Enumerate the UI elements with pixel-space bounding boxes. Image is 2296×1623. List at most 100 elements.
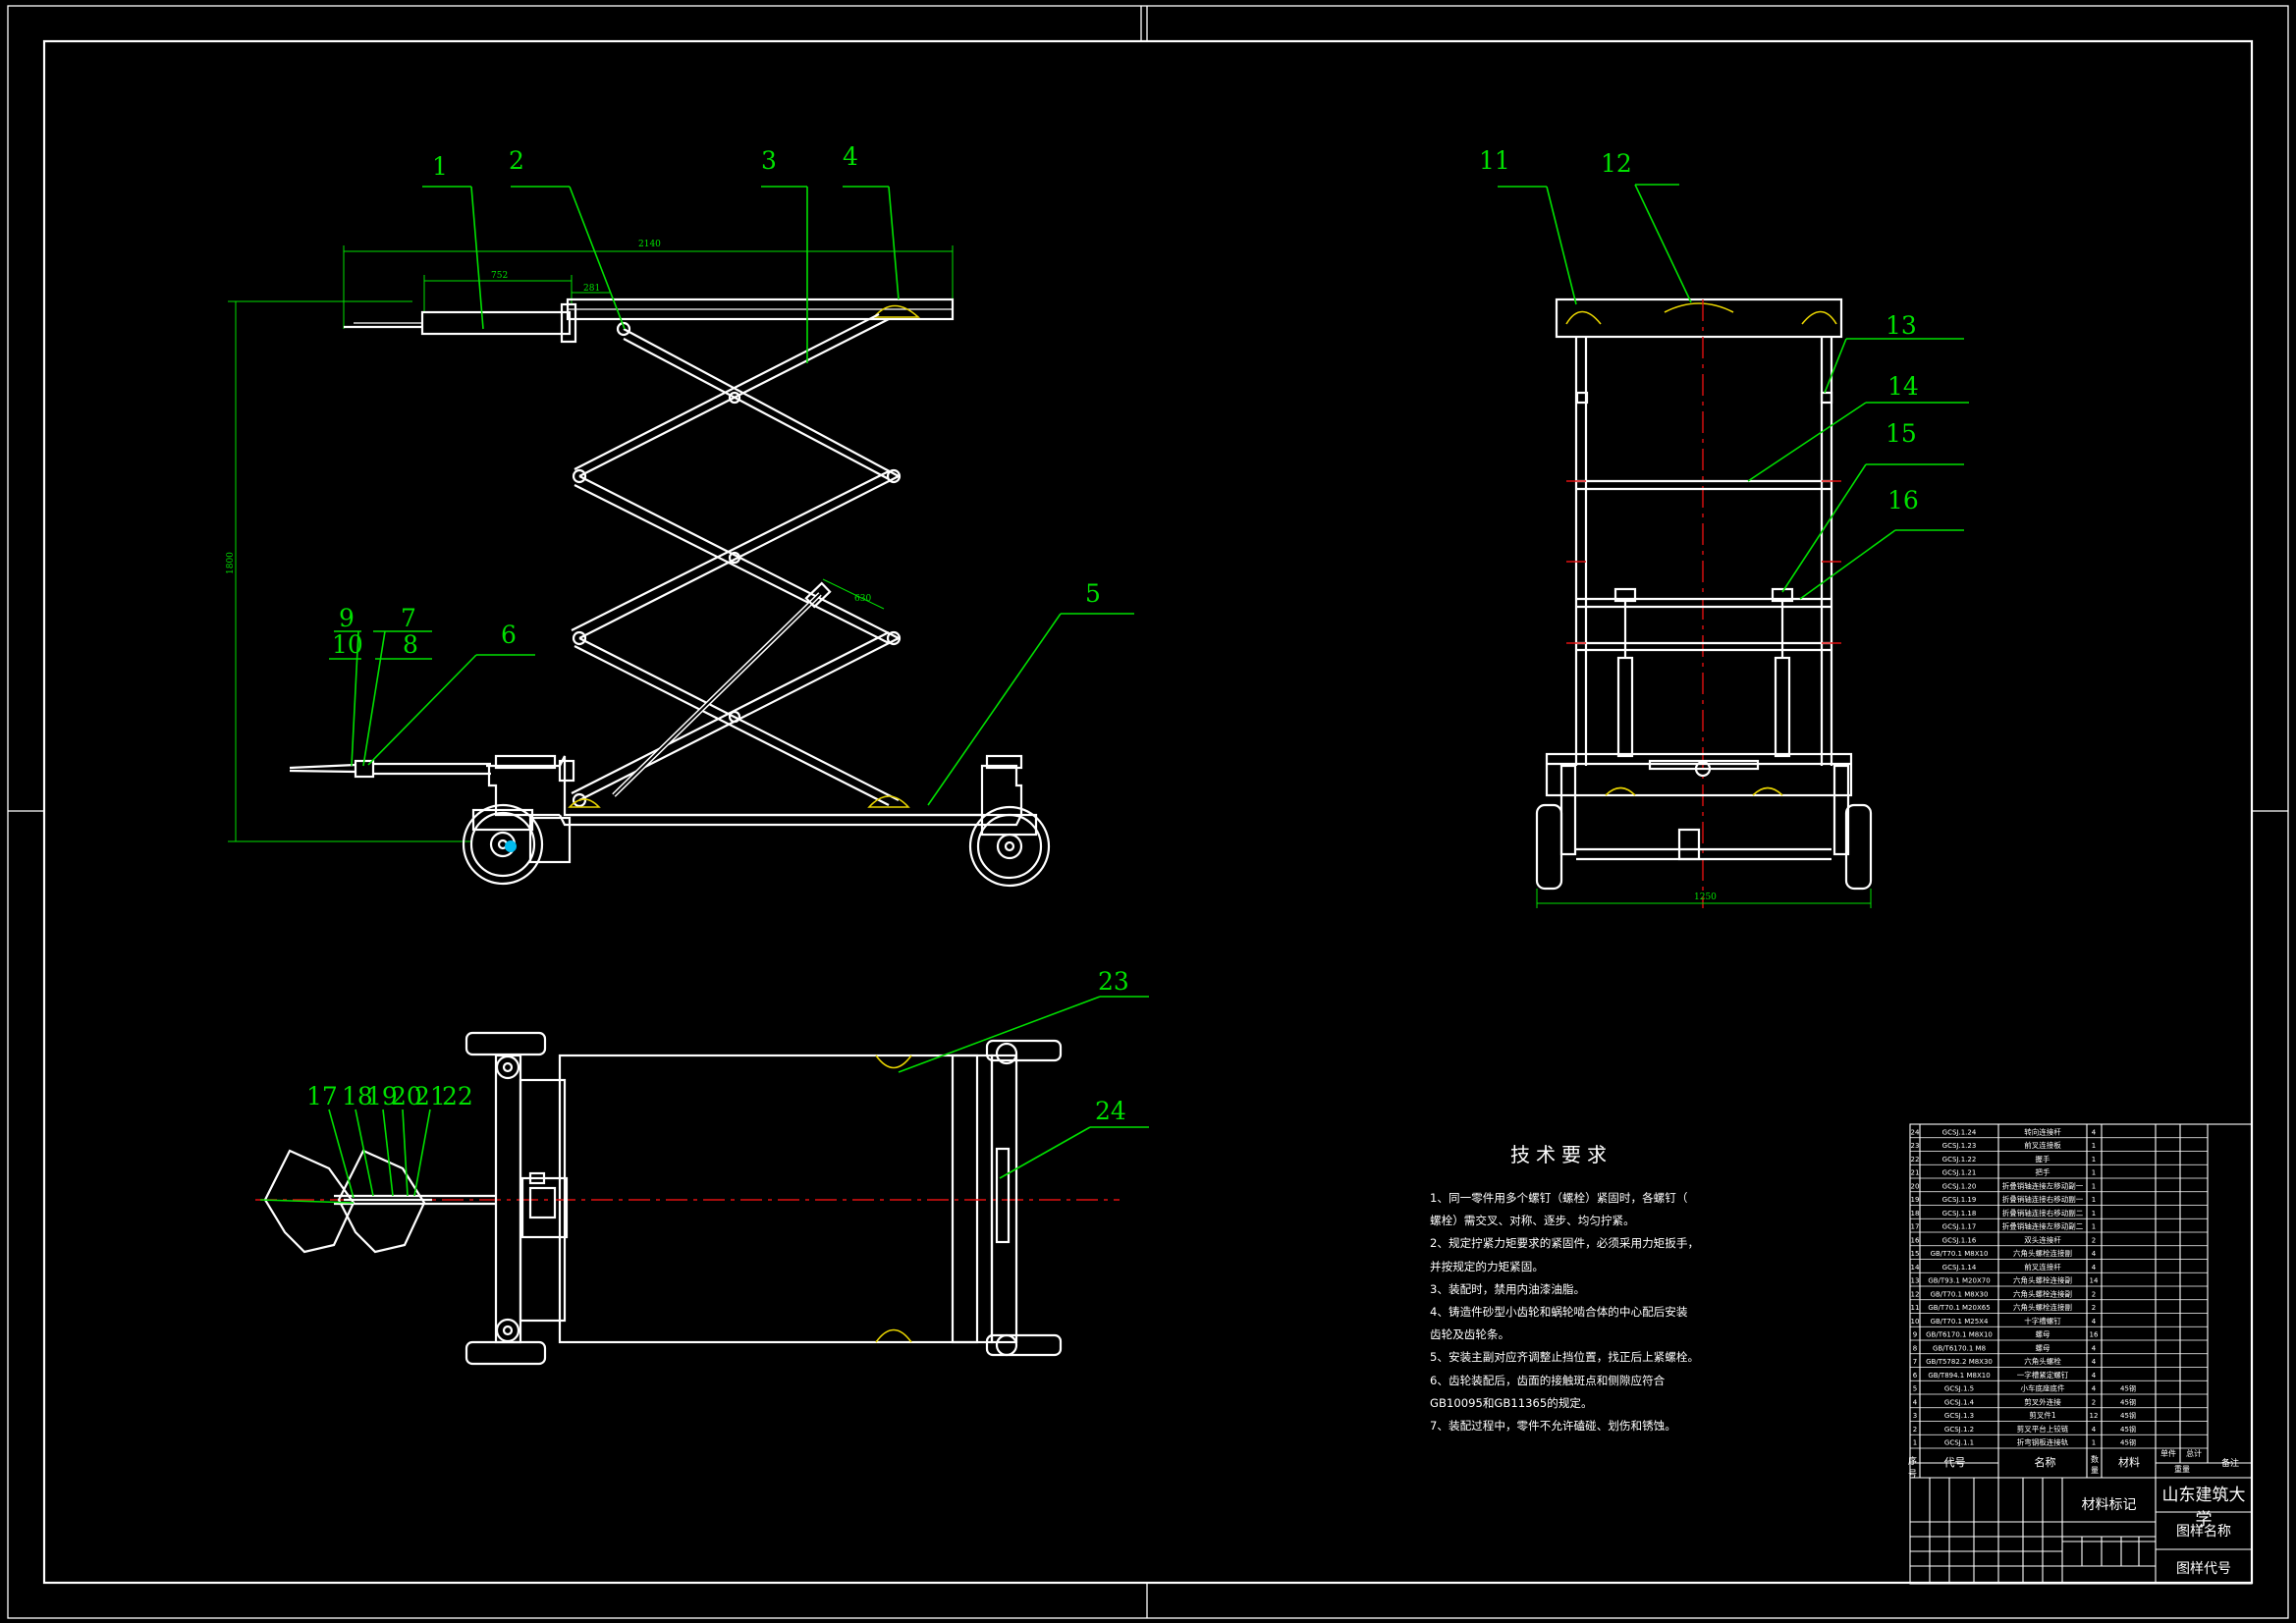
bom-cell-no: 13	[1911, 1277, 1920, 1285]
bom-header-code: 代号	[1943, 1456, 1966, 1469]
bom-cell-name: 把手	[2036, 1167, 2051, 1177]
bom-cell-material: 45钢	[2120, 1438, 2136, 1447]
bom-cell-name: 前叉连接板	[2024, 1140, 2061, 1150]
balloon-9: 9	[339, 604, 355, 632]
bom-cell-material: 45钢	[2120, 1425, 2136, 1434]
bom-cell-no: 5	[1913, 1385, 1917, 1393]
bom-cell-name: 六角头螺栓连接副	[2013, 1248, 2072, 1258]
balloon-22: 22	[442, 1082, 473, 1110]
bom-cell-qty: 2	[2092, 1398, 2096, 1406]
bom-cell-code: GCSJ.1.1	[1944, 1439, 1974, 1447]
bom-cell-code: GCSJ.1.4	[1944, 1398, 1975, 1406]
bom-cell-no: 1	[1913, 1439, 1917, 1447]
bom-cell-code: GB/T70.1 M25X4	[1931, 1318, 1989, 1325]
svg-text:630: 630	[854, 594, 871, 604]
bom-cell-qty: 1	[2092, 1156, 2096, 1163]
bom-cell-name: 双头连接杆	[2024, 1234, 2061, 1244]
bom-cell-qty: 4	[2092, 1426, 2097, 1434]
bom-cell-qty: 1	[2092, 1210, 2096, 1217]
tech-item: 4、铸造件砂型小齿轮和蜗轮啮合体的中心配后安装	[1430, 1305, 1688, 1320]
tech-item: GB10095和GB11365的规定。	[1430, 1395, 1593, 1410]
bom-cell-no: 20	[1911, 1182, 1920, 1190]
bom-cell-name: 小车底座底件	[2021, 1383, 2065, 1393]
balloon-5: 5	[1085, 579, 1101, 608]
bom-cell-name: 剪叉外连接	[2024, 1396, 2061, 1406]
balloon-19: 19	[366, 1082, 398, 1110]
bom-cell-no: 17	[1911, 1223, 1920, 1231]
bom-cell-code: GCSJ.1.20	[1942, 1182, 1977, 1190]
bom-cell-code: GCSJ.1.22	[1942, 1156, 1977, 1163]
bom-cell-no: 11	[1911, 1304, 1920, 1312]
bom-cell-name: 六角头螺栓连接副	[2013, 1288, 2072, 1298]
front-wheel	[968, 805, 1051, 888]
bom-cell-name: 折弯钢板连接轨	[2017, 1437, 2069, 1447]
bom-cell-no: 6	[1913, 1372, 1918, 1380]
bom-cell-name: 十字槽螺钉	[2024, 1316, 2061, 1325]
bom-header-qty: 数量	[2091, 1455, 2099, 1475]
bom-cell-no: 14	[1911, 1264, 1920, 1271]
bom-cell-name: 折叠销轴连接左移动副二	[2002, 1221, 2084, 1231]
bom-cell-code: GCSJ.1.19	[1942, 1196, 1977, 1204]
bom-cell-code: GB/T70.1 M20X65	[1928, 1304, 1990, 1312]
tech-item: 齿轮及齿轮条。	[1430, 1327, 1510, 1342]
balloon-16: 16	[1887, 486, 1919, 514]
balloon-10: 10	[332, 630, 363, 659]
drawing-name-label: 图样名称	[2176, 1524, 2231, 1540]
balloon-17: 17	[306, 1082, 338, 1110]
bom-cell-qty: 1	[2092, 1142, 2096, 1150]
bom-header-no: 序号	[1907, 1457, 1917, 1480]
technical-requirements: 技术要求 1、同一零件用多个螺钉（螺栓）紧固时，各螺钉（ 螺栓）需交叉、对称、逐…	[1430, 1139, 1921, 1437]
tech-item: 并按规定的力矩紧固。	[1430, 1259, 1544, 1273]
bom-cell-no: 2	[1913, 1426, 1917, 1434]
tech-title: 技术要求	[1510, 1143, 1613, 1166]
bom-cell-no: 19	[1911, 1196, 1920, 1204]
bom-cell-name: 握手	[2036, 1154, 2051, 1163]
bom-cell-qty: 1	[2092, 1223, 2096, 1231]
balloon-2: 2	[509, 146, 524, 175]
balloon-23: 23	[1098, 967, 1129, 996]
bom-cell-name: 六角头螺栓	[2024, 1356, 2061, 1366]
bom-cell-name: 螺母	[2036, 1329, 2051, 1339]
bom-cell-code: GB/T894.1 M8X10	[1928, 1372, 1990, 1380]
svg-text:281: 281	[583, 284, 600, 294]
bom-cell-no: 9	[1913, 1331, 1917, 1339]
balloon-11: 11	[1479, 146, 1510, 175]
tech-item: 7、装配过程中，零件不允许磕碰、划伤和锈蚀。	[1430, 1419, 1676, 1434]
bom-cell-qty: 4	[2092, 1372, 2097, 1380]
bom-cell-no: 3	[1913, 1412, 1917, 1420]
bom-cell-qty: 4	[2092, 1250, 2097, 1258]
bom-cell-code: GCSJ.1.24	[1942, 1128, 1977, 1136]
tech-item: 螺栓）需交叉、对称、逐步、均匀拧紧。	[1430, 1214, 1635, 1228]
bom-cell-name: 剪叉件1	[2029, 1410, 2055, 1420]
bom-cell-code: GCSJ.1.16	[1942, 1236, 1977, 1244]
tech-item: 3、装配时，禁用内油漆油脂。	[1430, 1281, 1586, 1296]
svg-text:1250: 1250	[1694, 893, 1717, 902]
bom-cell-name: 折叠销轴连接左移动副一	[2002, 1180, 2084, 1190]
bom-cell-no: 22	[1911, 1156, 1920, 1163]
bom-header-weight: 重量	[2174, 1465, 2190, 1474]
tech-item: 2、规定拧紧力矩要求的紧固件，必须采用力矩扳手，	[1430, 1236, 1700, 1251]
balloon-15: 15	[1886, 419, 1917, 448]
bom-cell-qty: 4	[2092, 1358, 2097, 1366]
bom-cell-material: 45钢	[2120, 1384, 2136, 1393]
bom-cell-qty: 2	[2092, 1290, 2096, 1298]
balloon-3: 3	[761, 146, 777, 175]
bom-cell-qty: 12	[2090, 1412, 2099, 1420]
bom-cell-code: GB/T70.1 M8X10	[1931, 1250, 1989, 1258]
balloon-7: 7	[401, 604, 416, 632]
svg-text:1800: 1800	[226, 552, 236, 574]
bom-cell-code: GCSJ.1.2	[1944, 1426, 1974, 1434]
title-block-grid	[1909, 1123, 2253, 1585]
rear-wheel	[462, 803, 572, 886]
bom-cell-qty: 4	[2092, 1344, 2097, 1352]
front-view: 1250 11 12 13 14 15 16	[1479, 146, 1969, 908]
balloon-21: 21	[414, 1082, 446, 1110]
bom-cell-qty: 4	[2092, 1128, 2097, 1136]
bom-cell-no: 10	[1911, 1318, 1920, 1325]
bom-cell-no: 21	[1911, 1169, 1920, 1177]
bom-header-material: 材料	[2118, 1456, 2140, 1469]
bom-cell-material: 45钢	[2120, 1411, 2136, 1420]
tech-item: 1、同一零件用多个螺钉（螺栓）紧固时，各螺钉（	[1430, 1191, 1688, 1205]
bom-cell-code: GB/T70.1 M8X30	[1931, 1290, 1989, 1298]
balloon-6: 6	[501, 621, 517, 649]
